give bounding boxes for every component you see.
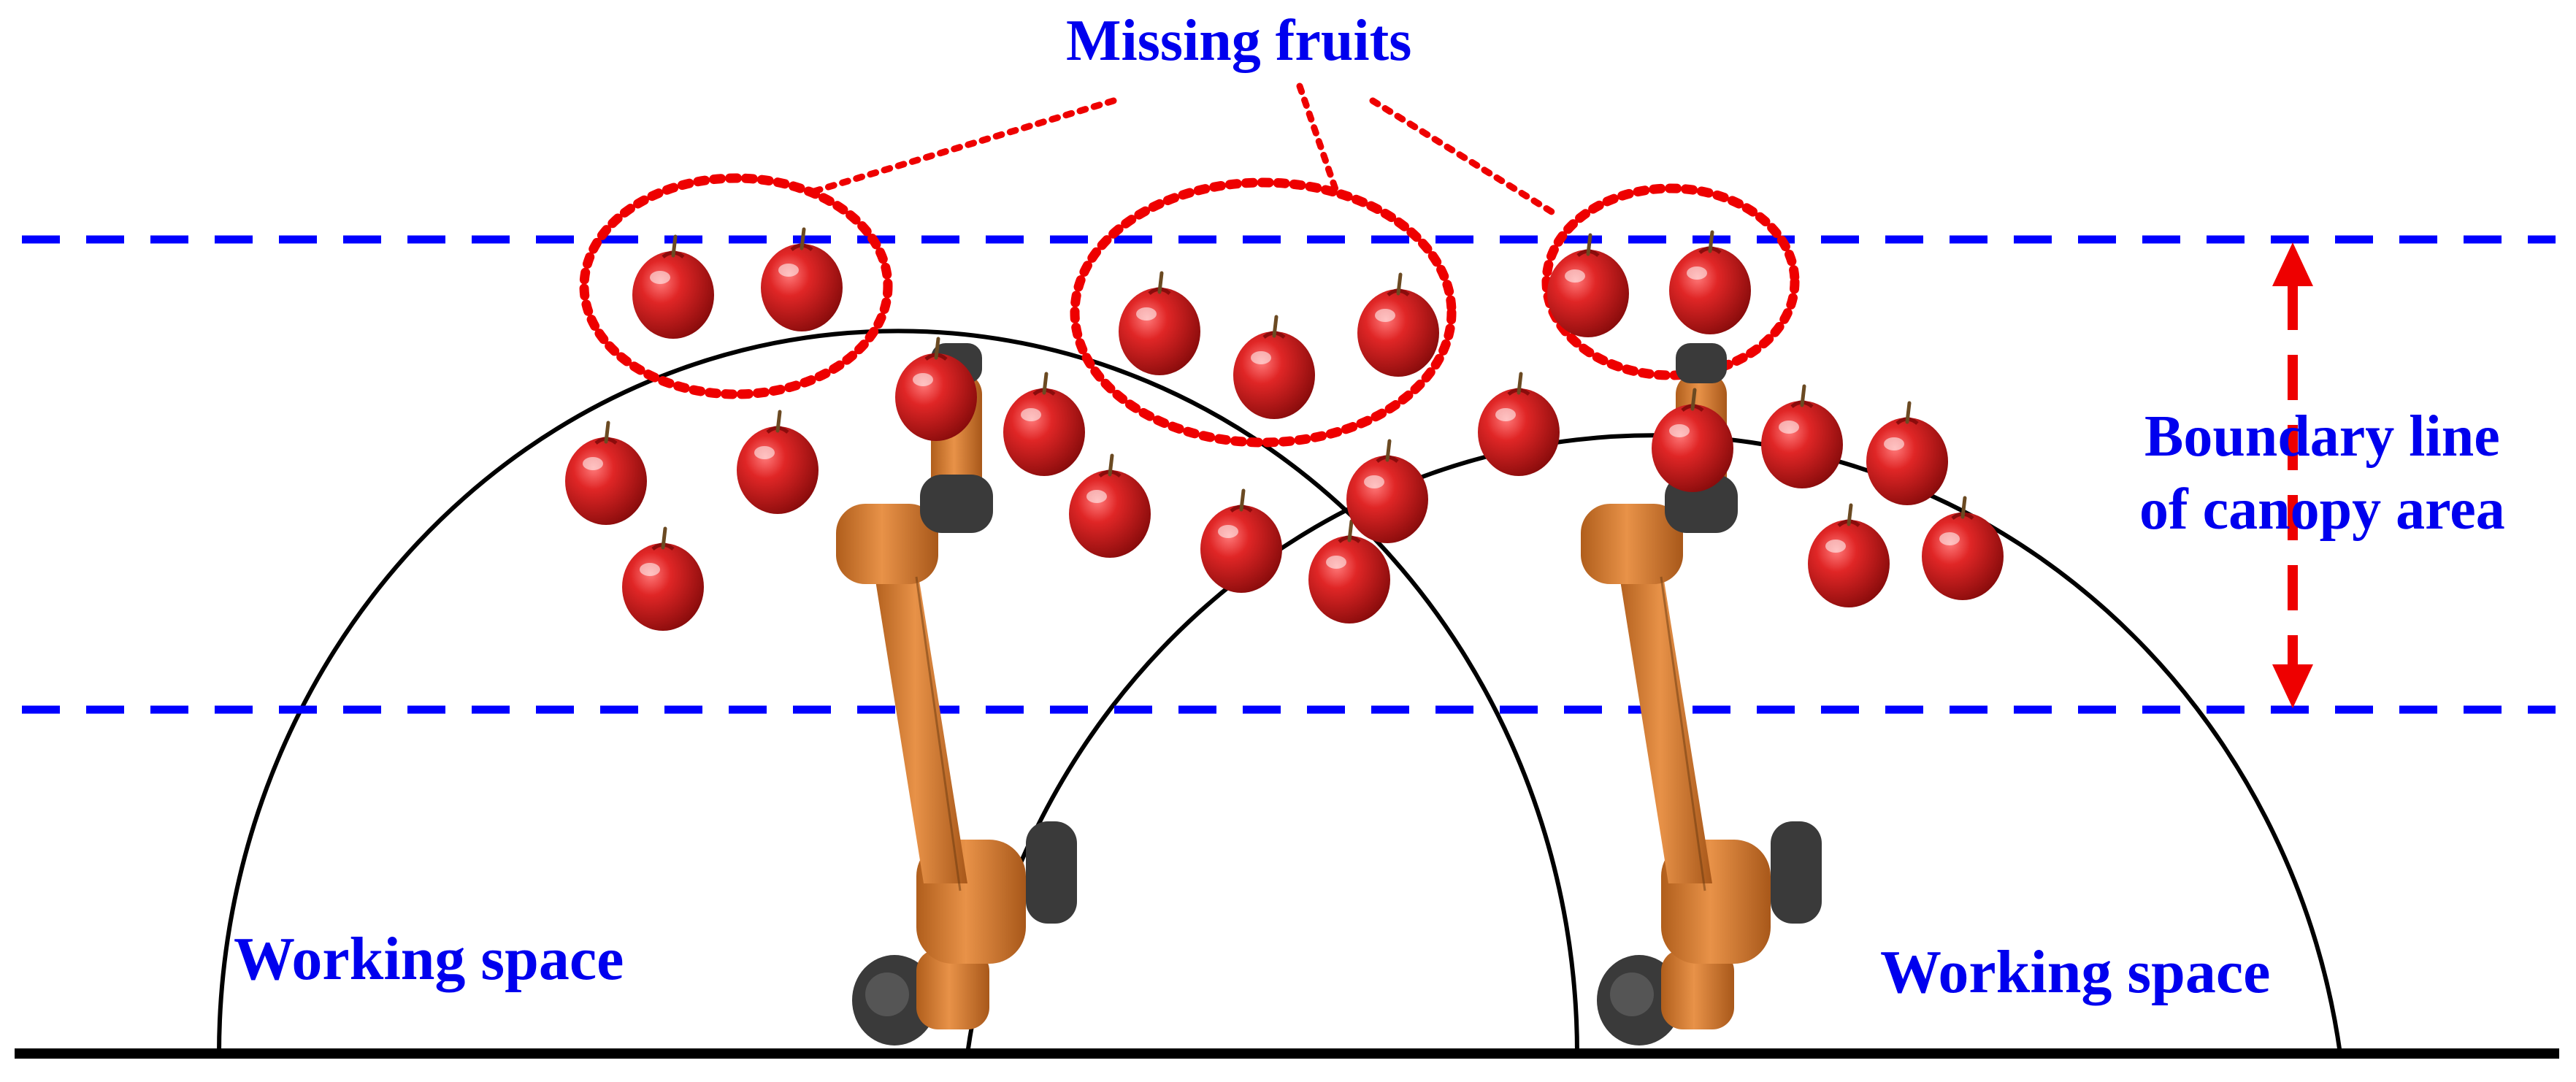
boundary-line-label: Boundary line of canopy area	[2139, 400, 2505, 546]
apple-icon	[1547, 235, 1629, 337]
missing-fruit-group-middle	[1070, 177, 1457, 448]
apple-icon	[632, 237, 714, 339]
apple-icon	[1761, 386, 1843, 488]
apple-icon	[1357, 275, 1439, 377]
apple-icon	[1119, 273, 1200, 375]
apple-icon	[1922, 498, 2004, 600]
apple-icon	[1478, 374, 1560, 476]
leader-line-right	[1369, 97, 1555, 215]
boundary-line-label-line2: of canopy area	[2139, 477, 2505, 542]
apple-icon	[1233, 317, 1315, 419]
apple-icon	[1003, 374, 1085, 476]
working-space-arc-left	[217, 329, 1579, 1054]
apple-icon	[1669, 232, 1751, 334]
apple-icon	[1346, 441, 1428, 543]
boundary-line-label-line1: Boundary line	[2144, 404, 2500, 469]
apple-icon	[1069, 456, 1151, 558]
apple-icon	[1808, 505, 1890, 607]
apple-icon	[622, 529, 704, 631]
working-space-label-right: Working space	[1880, 938, 2271, 1006]
leader-line-middle	[1296, 83, 1340, 195]
apple-icon	[565, 423, 647, 525]
boundary-double-arrow	[2272, 242, 2313, 708]
leader-line-left	[810, 97, 1117, 195]
missing-fruit-group-left	[579, 173, 893, 399]
missing-fruits-label: Missing fruits	[1066, 9, 1412, 73]
apple-icon	[761, 229, 843, 331]
missing-fruit-group-right	[1541, 183, 1800, 380]
apple-icon	[1866, 403, 1948, 505]
working-space-label-left: Working space	[234, 925, 624, 993]
apple-icon	[737, 412, 819, 514]
apple-icon	[1200, 491, 1282, 593]
